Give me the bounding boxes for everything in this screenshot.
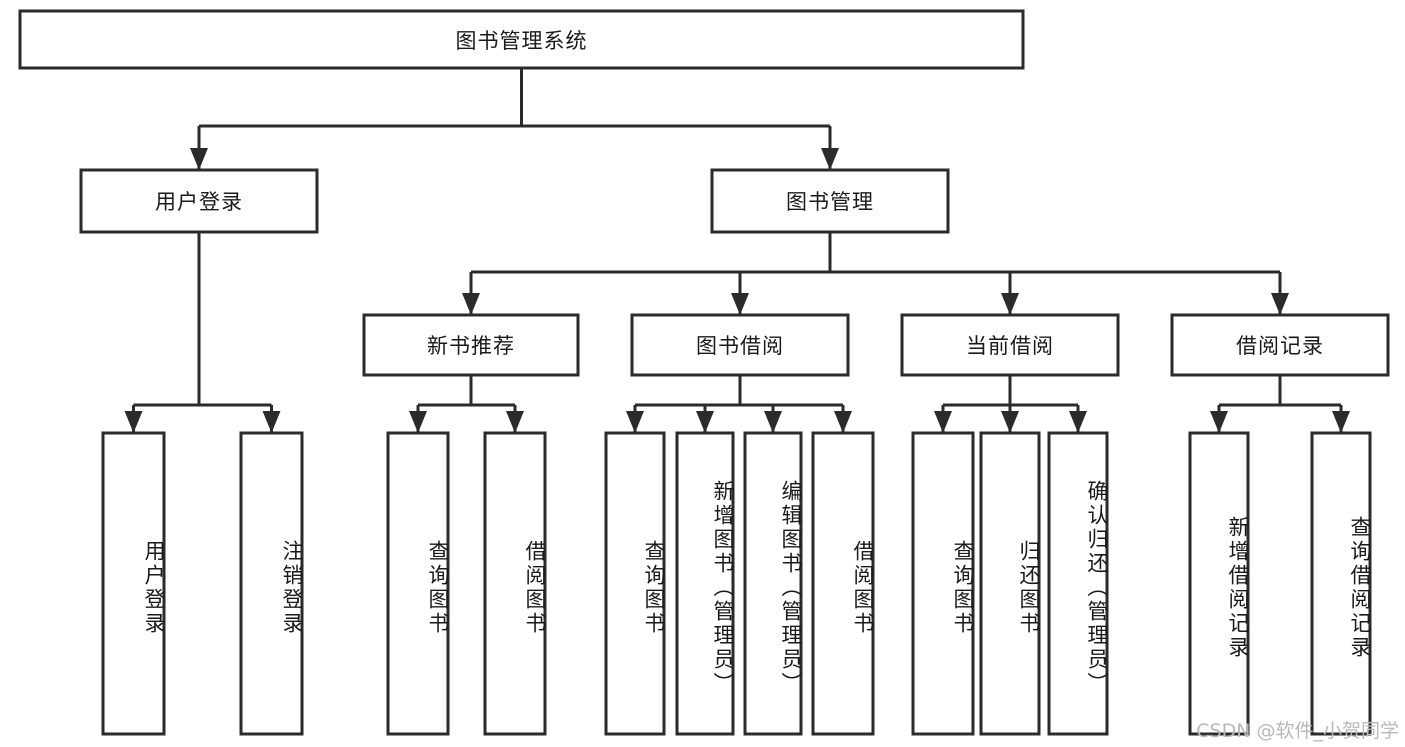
arrow-head-icon xyxy=(764,411,782,433)
leaf-node-leaf-query-book-1[interactable] xyxy=(386,431,450,736)
arrow-head-icon xyxy=(1271,293,1289,315)
level3-node-current-borrow[interactable] xyxy=(900,313,1120,377)
arrow-head-icon xyxy=(1332,411,1350,433)
leaf-node-leaf-add-record[interactable] xyxy=(1188,431,1250,736)
arrow-head-icon xyxy=(626,411,644,433)
level2-node-book-manage[interactable] xyxy=(710,168,950,234)
arrow-head-icon xyxy=(821,148,839,170)
leaf-node-leaf-confirm-return[interactable] xyxy=(1047,431,1109,736)
leaf-node-leaf-edit-book[interactable] xyxy=(743,431,803,736)
arrow-head-icon xyxy=(190,148,208,170)
connector-lines xyxy=(124,68,1350,433)
leaf-node-leaf-query-record[interactable] xyxy=(1310,431,1372,736)
leaf-node-leaf-add-book[interactable] xyxy=(675,431,735,736)
leaf-node-leaf-borrow-book-2[interactable] xyxy=(811,431,875,736)
arrow-head-icon xyxy=(462,293,480,315)
node-boxes xyxy=(18,9,1390,736)
arrow-head-icon xyxy=(124,411,143,433)
arrow-head-icon xyxy=(1069,411,1087,433)
csdn-watermark: CSDN @软件_小贺同学 xyxy=(1196,720,1399,742)
level3-node-borrow-record[interactable] xyxy=(1170,313,1390,377)
leaf-node-leaf-user-logout[interactable] xyxy=(239,431,304,736)
arrow-head-icon xyxy=(1001,411,1019,433)
leaf-node-leaf-borrow-book-1[interactable] xyxy=(483,431,547,736)
arrow-head-icon xyxy=(934,411,952,433)
leaf-node-leaf-query-book-2[interactable] xyxy=(604,431,666,736)
leaf-node-leaf-return-book[interactable] xyxy=(979,431,1041,736)
leaf-node-leaf-user-login[interactable] xyxy=(101,431,166,736)
level3-node-new-book-rec[interactable] xyxy=(362,313,580,377)
leaf-node-leaf-query-book-3[interactable] xyxy=(911,431,975,736)
arrow-head-icon xyxy=(409,411,427,433)
arrow-head-icon xyxy=(506,411,524,433)
arrow-head-icon xyxy=(696,411,714,433)
root-node-book-management-system[interactable] xyxy=(18,9,1025,70)
level2-node-user-login[interactable] xyxy=(79,168,319,234)
level3-node-book-borrow[interactable] xyxy=(630,313,850,377)
arrow-head-icon xyxy=(834,411,852,433)
arrow-head-icon xyxy=(731,293,749,315)
arrow-head-icon xyxy=(262,411,281,433)
arrow-head-icon xyxy=(1210,411,1228,433)
arrow-head-icon xyxy=(1001,293,1019,315)
